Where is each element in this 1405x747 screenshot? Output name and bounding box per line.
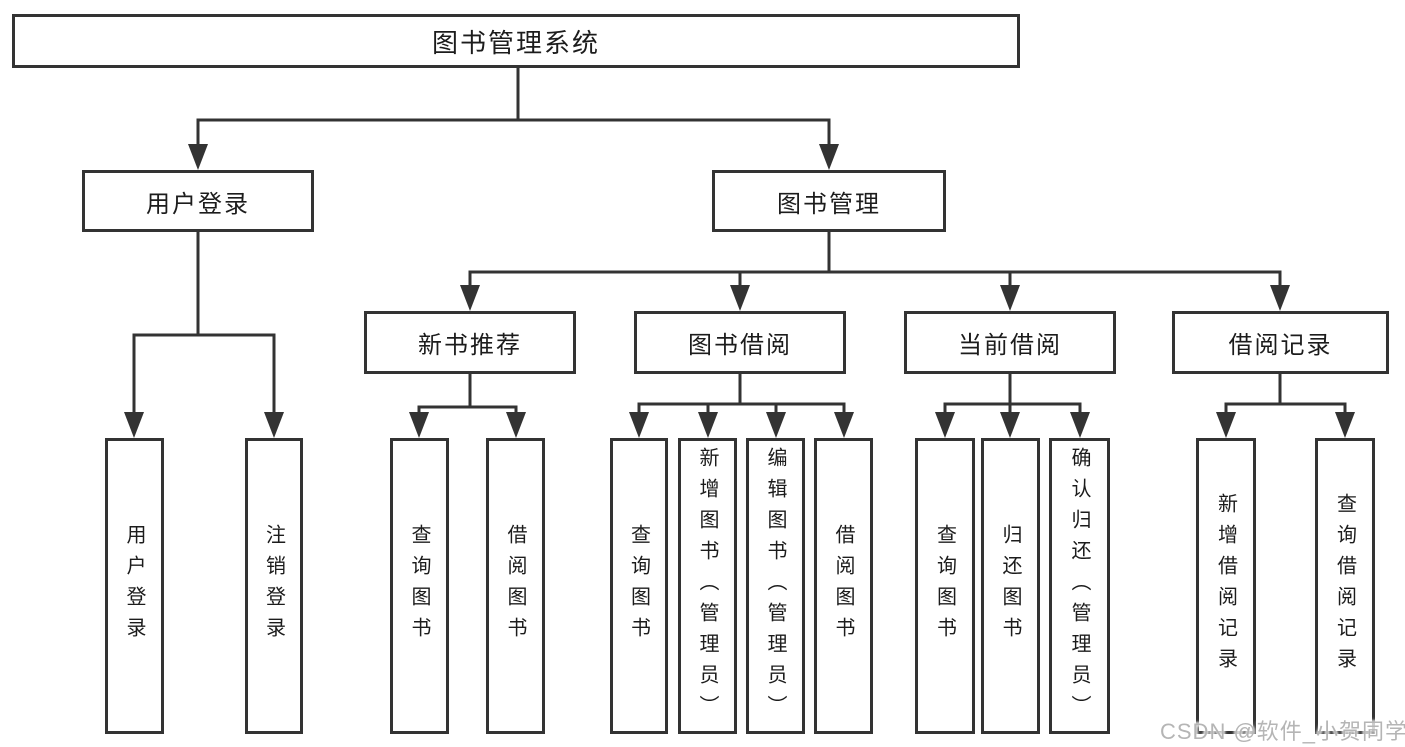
node-leaf-rec-query: 查询图书 — [390, 438, 449, 734]
node-label-leaf-bb-add: 新增图书（管理员） — [696, 446, 718, 726]
edge-group-3 — [409, 372, 526, 438]
connector-path — [1224, 372, 1347, 420]
edge-group-4 — [629, 372, 854, 438]
connector-path — [943, 372, 1082, 420]
watermark: CSDN @软件_小贺同学 — [1160, 719, 1405, 744]
arrowhead-down-icon — [1000, 412, 1020, 438]
node-new-book-rec: 新书推荐 — [364, 311, 576, 374]
node-label-leaf-bb-query: 查询图书 — [627, 524, 650, 648]
node-label-borrow-records: 借阅记录 — [1228, 332, 1333, 359]
node-label-leaf-bb-borrow: 借阅图书 — [832, 524, 854, 648]
node-root: 图书管理系统 — [12, 14, 1020, 68]
node-label-leaf-br-query: 查询借阅记录 — [1333, 493, 1356, 679]
arrowhead-down-icon — [935, 412, 955, 438]
arrowhead-down-icon — [1070, 412, 1090, 438]
arrowhead-down-icon — [698, 412, 718, 438]
node-label-user-login: 用户登录 — [146, 190, 250, 218]
node-borrow-records: 借阅记录 — [1172, 311, 1389, 374]
edge-group-0 — [188, 66, 839, 170]
node-label-book-borrow: 图书借阅 — [688, 332, 792, 359]
node-leaf-login: 用户登录 — [105, 438, 164, 734]
connector-path — [132, 230, 276, 420]
node-leaf-br-query: 查询借阅记录 — [1315, 438, 1375, 734]
node-current-borrow: 当前借阅 — [904, 311, 1116, 374]
node-leaf-logout: 注销登录 — [245, 438, 303, 734]
connector-path — [468, 230, 1282, 293]
edge-group-5 — [935, 372, 1090, 438]
node-label-leaf-logout: 注销登录 — [262, 524, 285, 648]
node-leaf-bb-edit: 编辑图书（管理员） — [746, 438, 805, 734]
node-label-leaf-login: 用户登录 — [123, 524, 145, 648]
arrowhead-down-icon — [188, 144, 208, 170]
node-label-leaf-rec-borrow: 借阅图书 — [504, 524, 526, 648]
node-user-login: 用户登录 — [82, 170, 314, 232]
arrowhead-down-icon — [819, 144, 839, 170]
node-leaf-cb-confirm: 确认归还（管理员） — [1049, 438, 1110, 734]
node-book-borrow: 图书借阅 — [634, 311, 846, 374]
arrowhead-down-icon — [264, 412, 284, 438]
node-label-current-borrow: 当前借阅 — [958, 332, 1062, 359]
arrowhead-down-icon — [1000, 285, 1020, 311]
arrowhead-down-icon — [834, 412, 854, 438]
arrowhead-down-icon — [409, 412, 429, 438]
connector-path — [637, 372, 846, 420]
arrowhead-down-icon — [766, 412, 786, 438]
arrowhead-down-icon — [1335, 412, 1355, 438]
node-label-leaf-bb-edit: 编辑图书（管理员） — [764, 446, 786, 726]
edge-group-6 — [1216, 372, 1355, 438]
connector-path — [417, 372, 518, 420]
node-label-new-book-rec: 新书推荐 — [418, 332, 522, 359]
node-leaf-bb-query: 查询图书 — [610, 438, 668, 734]
node-label-book-mgmt: 图书管理 — [777, 190, 881, 218]
node-label-leaf-rec-query: 查询图书 — [408, 524, 430, 648]
node-leaf-cb-query: 查询图书 — [915, 438, 975, 734]
edge-group-2 — [124, 230, 284, 438]
node-leaf-cb-return: 归还图书 — [981, 438, 1040, 734]
node-leaf-br-add: 新增借阅记录 — [1196, 438, 1256, 734]
node-label-leaf-br-add: 新增借阅记录 — [1214, 493, 1237, 679]
node-book-mgmt: 图书管理 — [712, 170, 946, 232]
node-label-leaf-cb-return: 归还图书 — [999, 524, 1021, 648]
node-label-leaf-cb-query: 查询图书 — [933, 524, 956, 648]
node-leaf-bb-add: 新增图书（管理员） — [678, 438, 737, 734]
connector-path — [196, 66, 831, 152]
arrowhead-down-icon — [460, 285, 480, 311]
node-leaf-rec-borrow: 借阅图书 — [486, 438, 545, 734]
node-label-root: 图书管理系统 — [431, 27, 600, 58]
arrowhead-down-icon — [1270, 285, 1290, 311]
arrowhead-down-icon — [124, 412, 144, 438]
node-label-leaf-cb-confirm: 确认归还（管理员） — [1068, 446, 1090, 726]
arrowhead-down-icon — [730, 285, 750, 311]
arrowhead-down-icon — [506, 412, 526, 438]
node-leaf-bb-borrow: 借阅图书 — [814, 438, 873, 734]
edge-group-1 — [460, 230, 1290, 311]
arrowhead-down-icon — [1216, 412, 1236, 438]
arrowhead-down-icon — [629, 412, 649, 438]
